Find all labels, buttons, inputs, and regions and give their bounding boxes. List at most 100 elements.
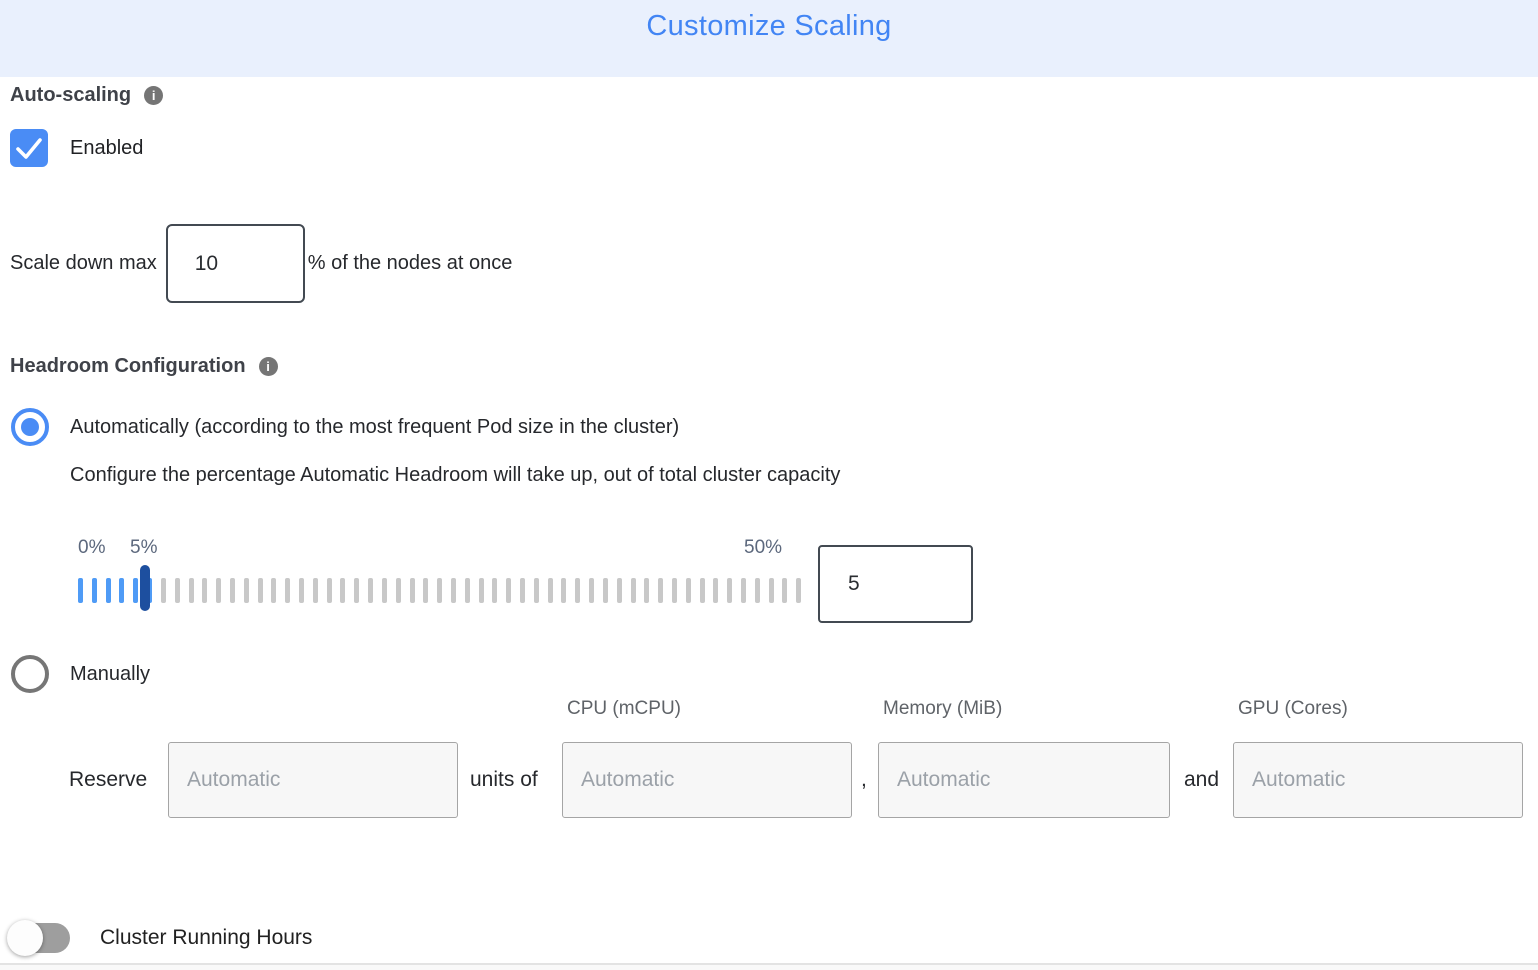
slider-tick	[478, 578, 484, 603]
slider-tick	[257, 578, 263, 603]
slider-max-label: 50%	[744, 537, 783, 558]
panel-title: Customize Scaling	[646, 10, 892, 42]
slider-tick	[713, 578, 719, 603]
slider-current-label: 5%	[130, 537, 158, 558]
reserve-units-input[interactable]	[168, 742, 458, 818]
cpu-column-header: CPU (mCPU)	[567, 698, 681, 719]
slider-tick	[312, 578, 318, 603]
slider-tick	[78, 578, 83, 603]
automatic-radio[interactable]	[11, 408, 49, 446]
slider-tick	[561, 578, 567, 603]
panel-header: Customize Scaling	[0, 0, 1538, 77]
slider-tick	[160, 578, 166, 603]
comma-label: ,	[861, 768, 867, 791]
enabled-checkbox[interactable]	[10, 129, 48, 167]
headroom-heading: Headroom Configuration i	[10, 355, 278, 378]
info-icon[interactable]: i	[144, 86, 164, 105]
scale-down-row: Scale down max % of the nodes at once	[10, 224, 512, 303]
checkmark-icon	[16, 138, 42, 159]
headroom-slider-track[interactable]	[78, 578, 802, 603]
slider-tick	[602, 578, 608, 603]
reserve-row: Reserve units of , and	[0, 742, 1538, 820]
slider-tick	[202, 578, 208, 603]
slider-tick	[782, 578, 788, 603]
slider-tick	[243, 578, 249, 603]
cluster-running-hours-row: Cluster Running Hours	[7, 920, 313, 956]
slider-tick	[340, 578, 346, 603]
info-icon-glyph: i	[151, 88, 156, 103]
auto-scaling-enabled-row: Enabled	[10, 129, 143, 167]
slider-tick	[464, 578, 470, 603]
cluster-running-hours-toggle[interactable]	[7, 920, 70, 956]
slider-tick	[395, 578, 401, 603]
automatic-radio-label[interactable]: Automatically (according to the most fre…	[70, 415, 680, 438]
manual-headroom-row: Manually	[11, 655, 150, 693]
slider-min-label: 0%	[78, 537, 106, 558]
gpu-input[interactable]	[1233, 742, 1523, 818]
manual-radio[interactable]	[11, 655, 49, 693]
slider-tick	[381, 578, 387, 603]
slider-tick	[547, 578, 553, 603]
slider-tick	[533, 578, 539, 603]
slider-tick	[188, 578, 194, 603]
slider-tick	[174, 578, 180, 603]
radio-dot	[21, 418, 39, 436]
slider-tick	[685, 578, 691, 603]
slider-tick	[754, 578, 760, 603]
slider-tick	[796, 578, 802, 603]
headroom-percentage-input[interactable]	[818, 545, 973, 623]
slider-tick	[768, 578, 774, 603]
slider-tick	[699, 578, 705, 603]
memory-input[interactable]	[878, 742, 1170, 818]
slider-tick	[437, 578, 443, 603]
slider-tick	[423, 578, 429, 603]
slider-tick	[575, 578, 581, 603]
slider-tick	[450, 578, 456, 603]
slider-tick	[616, 578, 622, 603]
cpu-input[interactable]	[562, 742, 852, 818]
slider-tick	[229, 578, 235, 603]
slider-tick	[741, 578, 746, 603]
slider-tick	[727, 578, 733, 603]
reserve-label: Reserve	[69, 768, 148, 791]
slider-tick	[133, 578, 139, 603]
slider-tick	[105, 578, 111, 603]
scale-down-max-input[interactable]	[165, 224, 305, 303]
info-icon-glyph: i	[266, 359, 270, 374]
units-of-label: units of	[470, 768, 538, 791]
enabled-checkbox-label[interactable]: Enabled	[70, 136, 144, 159]
slider-tick	[119, 578, 125, 603]
slider-tick	[216, 578, 222, 603]
slider-tick	[409, 578, 415, 603]
gpu-column-header: GPU (Cores)	[1238, 698, 1348, 719]
bottom-divider	[0, 963, 1538, 970]
memory-column-header: Memory (MiB)	[883, 698, 1003, 719]
slider-tick	[589, 578, 595, 603]
slider-tick	[354, 578, 360, 603]
slider-tick	[506, 578, 512, 603]
slider-tick	[368, 578, 374, 603]
info-icon[interactable]: i	[258, 357, 278, 376]
scale-down-suffix: % of the nodes at once	[307, 252, 513, 274]
slider-tick	[630, 578, 636, 603]
slider-tick	[285, 578, 291, 603]
slider-tick	[299, 578, 304, 603]
manual-radio-label[interactable]: Manually	[70, 662, 151, 685]
automatic-headroom-description: Configure the percentage Automatic Headr…	[70, 464, 841, 486]
auto-scaling-heading: Auto-scaling i	[10, 84, 164, 107]
slider-tick	[671, 578, 677, 603]
auto-scaling-heading-label: Auto-scaling	[10, 84, 132, 106]
slider-tick	[644, 578, 650, 603]
cluster-running-hours-label[interactable]: Cluster Running Hours	[100, 925, 313, 949]
headroom-heading-label: Headroom Configuration	[10, 355, 246, 377]
slider-tick	[91, 578, 97, 603]
toggle-knob	[7, 920, 43, 956]
and-label: and	[1184, 768, 1220, 791]
slider-tick	[271, 578, 277, 603]
scale-down-prefix: Scale down max	[10, 252, 157, 274]
headroom-slider-handle[interactable]	[140, 565, 150, 611]
slider-tick	[520, 578, 525, 603]
slider-tick	[326, 578, 332, 603]
automatic-headroom-row: Automatically (according to the most fre…	[11, 408, 679, 446]
